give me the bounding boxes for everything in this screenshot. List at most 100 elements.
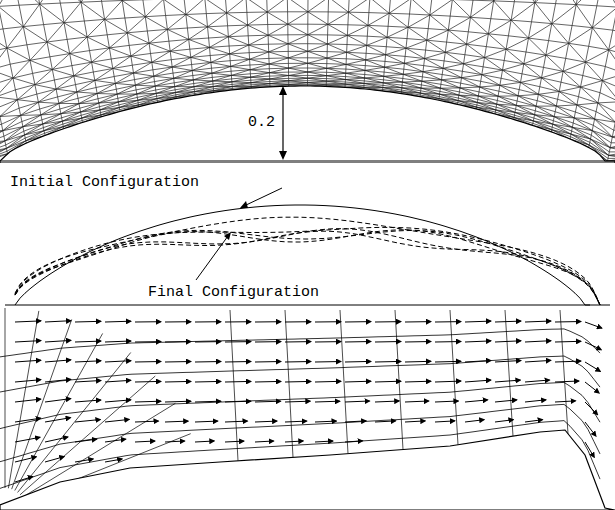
velocity-vector bbox=[405, 401, 429, 402]
velocity-vector bbox=[525, 400, 546, 402]
velocity-vector bbox=[525, 420, 543, 422]
dimension-line bbox=[282, 90, 283, 157]
velocity-vector bbox=[75, 321, 101, 323]
velocity-vector bbox=[195, 321, 221, 322]
velocity-vector bbox=[255, 401, 281, 403]
velocity-vector bbox=[45, 437, 68, 442]
velocity-vector bbox=[315, 321, 341, 322]
velocity-vector bbox=[375, 341, 401, 343]
velocity-vector bbox=[465, 400, 488, 402]
velocity-vector bbox=[525, 380, 550, 382]
velocity-vector bbox=[255, 321, 281, 322]
grid-line bbox=[15, 333, 103, 490]
velocity-vector bbox=[555, 361, 581, 363]
leader-line bbox=[244, 188, 282, 206]
velocity-vector bbox=[15, 418, 41, 422]
velocity-vector bbox=[345, 361, 371, 363]
velocity-vector bbox=[105, 459, 122, 462]
velocity-vector bbox=[375, 381, 401, 383]
velocity-vector bbox=[75, 400, 101, 402]
annotation-label: Initial Configuration bbox=[8, 174, 201, 191]
velocity-vector bbox=[225, 441, 244, 443]
velocity-vector bbox=[375, 361, 401, 363]
velocity-vector bbox=[495, 400, 517, 402]
velocity-vector bbox=[315, 421, 337, 423]
velocity-vector bbox=[465, 420, 484, 422]
velocity-vector bbox=[45, 321, 71, 322]
velocity-vector bbox=[495, 361, 521, 363]
velocity-vector bbox=[75, 439, 97, 442]
velocity-vector bbox=[105, 361, 131, 362]
velocity-vector bbox=[195, 401, 221, 403]
wall-line bbox=[5, 305, 610, 306]
velocity-vector bbox=[315, 401, 340, 403]
velocity-vector bbox=[135, 421, 159, 423]
velocity-vector bbox=[255, 361, 281, 363]
velocity-vector bbox=[525, 360, 551, 362]
velocity-vector bbox=[435, 341, 461, 343]
velocity-vector bbox=[105, 419, 129, 422]
velocity-vector bbox=[225, 361, 251, 363]
velocity-vector bbox=[165, 381, 191, 383]
streamline bbox=[0, 329, 600, 357]
flow-panel bbox=[0, 308, 615, 510]
velocity-vector bbox=[555, 321, 581, 323]
mesh-panel bbox=[0, 0, 615, 163]
grid-line bbox=[5, 308, 6, 488]
velocity-vector bbox=[75, 459, 93, 462]
velocity-vector bbox=[15, 437, 40, 442]
velocity-vector bbox=[345, 381, 371, 383]
velocity-vector bbox=[195, 441, 214, 442]
velocity-vector bbox=[165, 421, 188, 423]
velocity-vector bbox=[405, 421, 425, 422]
velocity-vector bbox=[465, 361, 491, 363]
velocity-vector bbox=[555, 341, 581, 343]
velocity-vector bbox=[105, 321, 131, 323]
dimension-label: 0.2 bbox=[246, 114, 277, 131]
velocity-vector bbox=[225, 381, 251, 383]
grid-line bbox=[450, 310, 458, 445]
final-surface bbox=[0, 430, 615, 510]
velocity-vector bbox=[435, 421, 455, 422]
velocity-vector bbox=[585, 402, 598, 415]
velocity-vector bbox=[405, 341, 431, 343]
annotation-label-text: Final Configuration bbox=[148, 284, 319, 301]
velocity-vector bbox=[225, 341, 251, 342]
velocity-vector bbox=[375, 421, 396, 422]
velocity-vector bbox=[135, 341, 161, 342]
velocity-vector bbox=[465, 321, 491, 323]
velocity-vector bbox=[255, 421, 277, 423]
velocity-vector bbox=[285, 401, 310, 403]
grid-line bbox=[395, 310, 403, 450]
velocity-vector bbox=[45, 360, 71, 362]
velocity-vector bbox=[15, 321, 41, 322]
velocity-vector bbox=[435, 401, 458, 402]
velocity-vector bbox=[15, 399, 41, 402]
velocity-vector bbox=[75, 341, 101, 343]
velocity-vector bbox=[375, 401, 399, 402]
velocity-vector bbox=[495, 321, 521, 323]
velocity-vector bbox=[45, 418, 71, 422]
velocity-vector bbox=[375, 321, 401, 322]
velocity-vector bbox=[15, 341, 41, 342]
velocity-vector bbox=[165, 321, 191, 322]
velocity-vector bbox=[195, 341, 221, 342]
velocity-vector bbox=[345, 421, 366, 422]
velocity-vector bbox=[45, 340, 71, 342]
annotation-label-text: Initial Configuration bbox=[10, 174, 199, 191]
grid-line bbox=[230, 310, 238, 461]
velocity-vector bbox=[315, 341, 341, 342]
triangular-mesh bbox=[0, 0, 615, 163]
velocity-vector bbox=[285, 421, 307, 423]
velocity-vector bbox=[435, 381, 461, 383]
velocity-vector bbox=[585, 422, 596, 436]
velocity-vector bbox=[525, 341, 551, 342]
velocity-vector bbox=[135, 381, 161, 383]
velocity-vector bbox=[15, 380, 41, 382]
velocity-vector bbox=[105, 439, 126, 442]
velocity-vector bbox=[165, 341, 191, 342]
velocity-vector bbox=[255, 441, 274, 442]
leader-arrowhead bbox=[240, 201, 248, 208]
annotation-label: Final Configuration bbox=[146, 284, 321, 301]
